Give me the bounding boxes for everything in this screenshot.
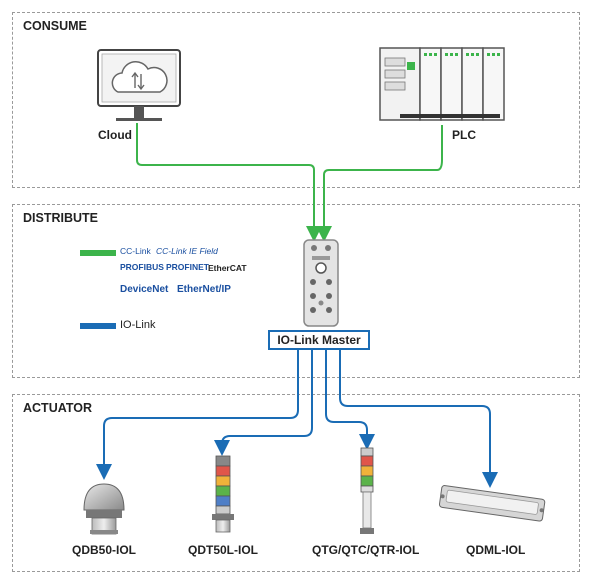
protocol-cc-link-ie: CC-Link IE Field: [156, 246, 218, 256]
protocol-ethernet-ip: EtherNet/IP: [177, 284, 231, 295]
io-link-legend-swatch: [80, 323, 116, 329]
actuator-label-qtg: QTG/QTC/QTR-IOL: [312, 543, 420, 557]
plc-to-master-wire: [316, 125, 443, 242]
io-link-master-device-icon: [303, 239, 339, 327]
io-link-master-label: IO-Link Master: [268, 330, 370, 350]
distribute-section: DISTRIBUTE: [12, 204, 580, 378]
actuator-section: ACTUATOR: [12, 394, 580, 572]
consume-title: CONSUME: [23, 19, 87, 33]
cloud-to-master-wire: [136, 123, 322, 242]
consume-section: CONSUME: [12, 12, 580, 188]
protocol-devicenet: DeviceNet: [120, 284, 169, 295]
fieldbus-legend-swatch: [80, 250, 116, 256]
tower-light-icon: [212, 455, 234, 533]
actuator-label-qdml: QDML-IOL: [466, 543, 526, 557]
protocol-profinet: PROFINET: [166, 262, 209, 272]
plc-icon: [379, 47, 505, 121]
protocol-profibus: PROFIBUS: [120, 262, 164, 272]
protocol-ethercat: EtherCAT: [208, 263, 247, 273]
strip-light-icon: [438, 485, 546, 522]
io-link-legend-label: IO-Link: [120, 319, 156, 331]
dome-light-icon: [83, 483, 125, 535]
cloud-monitor-icon: [97, 49, 181, 121]
distribute-title: DISTRIBUTE: [23, 211, 98, 225]
tower-light-tall-icon: [360, 447, 374, 534]
plc-label: PLC: [452, 128, 476, 142]
actuator-label-qdt50l: QDT50L-IOL: [188, 543, 259, 557]
io-link-master-text: IO-Link Master: [277, 333, 361, 347]
protocol-cc-link: CC-Link: [120, 246, 151, 256]
cloud-label: Cloud: [98, 128, 132, 142]
wire-to-qdt50l: [214, 350, 313, 456]
actuator-title: ACTUATOR: [23, 401, 92, 415]
actuator-label-qdb50: QDB50-IOL: [72, 543, 137, 557]
wire-to-qdb50: [96, 350, 299, 480]
wire-to-qdml: [339, 350, 498, 488]
wire-to-qtg: [325, 350, 375, 450]
